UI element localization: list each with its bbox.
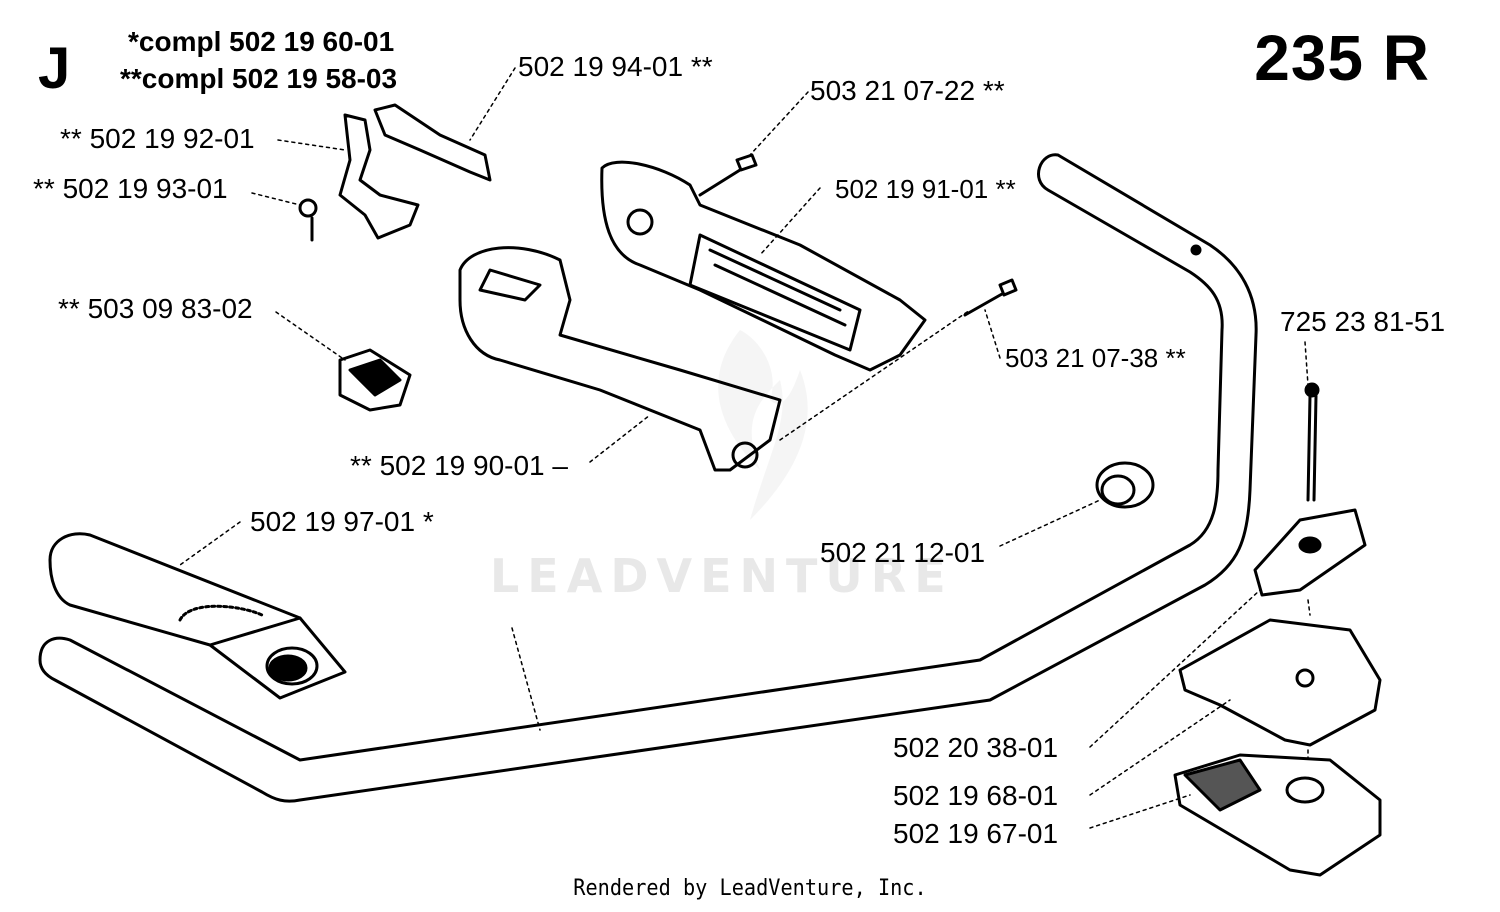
bolt — [1304, 382, 1320, 502]
part-label: 502 21 12-01 — [820, 537, 986, 568]
part-label: 502 19 94-01 ** — [518, 51, 713, 82]
handle-half-rear — [600, 160, 927, 372]
clamp-nut — [1253, 508, 1367, 597]
part-label: 503 21 07-22 ** — [810, 75, 1005, 106]
cable-clamp — [1095, 461, 1155, 509]
compl-note-single: *compl 502 19 60-01 — [128, 26, 395, 57]
watermark-logo — [718, 330, 808, 520]
throttle-trigger — [298, 103, 492, 242]
screw-lower — [963, 278, 1018, 317]
footer-credit: Rendered by LeadVenture, Inc. — [573, 876, 927, 901]
part-label: ** 502 19 90-01 – — [350, 450, 568, 481]
grip-sleeve — [48, 532, 347, 700]
part-label: 502 19 97-01 * — [250, 506, 434, 537]
part-label: ** 502 19 92-01 — [60, 123, 255, 154]
handle-half-front — [458, 246, 782, 472]
part-label: ** 502 19 93-01 — [33, 173, 228, 204]
part-label: 502 20 38-01 — [893, 732, 1059, 763]
watermark-text: LEADVENTURE — [490, 549, 954, 603]
screw-upper — [698, 153, 758, 197]
section-letter: J — [38, 36, 71, 101]
part-label: 502 19 91-01 ** — [835, 174, 1016, 204]
handle-bar — [38, 153, 1258, 803]
part-label: ** 503 09 83-02 — [58, 293, 253, 324]
handle-clamp-upper — [1178, 618, 1382, 747]
part-label: 502 19 68-01 — [893, 780, 1059, 811]
stop-switch — [338, 348, 412, 412]
part-label: 725 23 81-51 — [1280, 306, 1446, 337]
compl-note-double: **compl 502 19 58-03 — [120, 63, 398, 94]
handle-clamp-lower — [1173, 753, 1382, 877]
model-title: 235 R — [1254, 22, 1430, 94]
part-label: 503 21 07-38 ** — [1005, 343, 1186, 373]
part-label: 502 19 67-01 — [893, 818, 1059, 849]
leader-lines — [179, 67, 1311, 829]
